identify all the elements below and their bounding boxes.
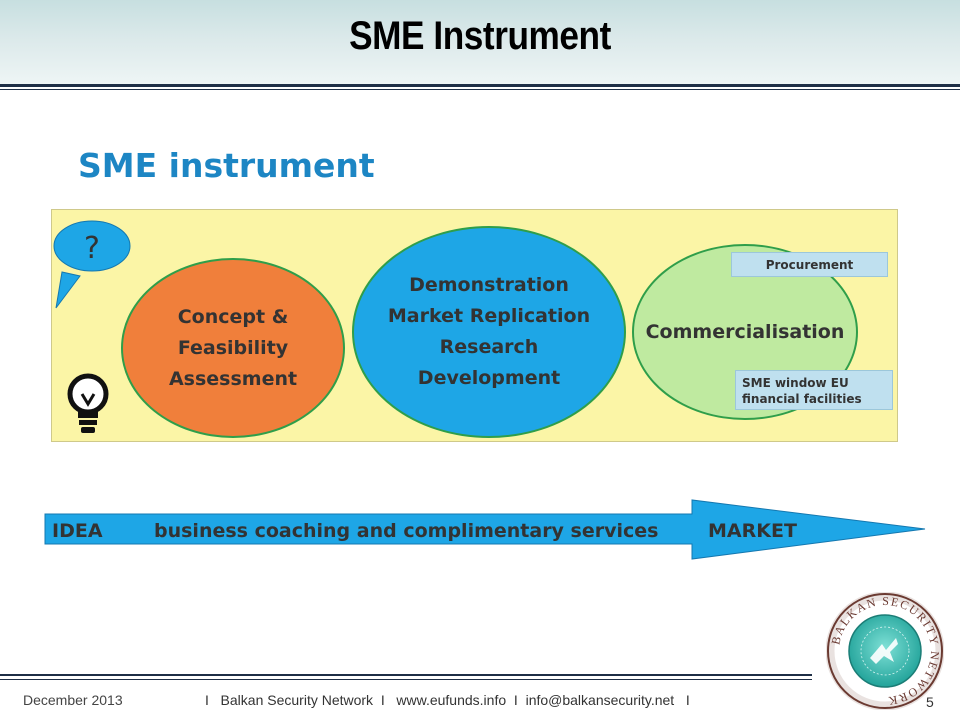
footer-date: December 2013 [23, 692, 123, 708]
sme-window-line: SME window EU [742, 376, 849, 390]
lightbulb-icon [67, 373, 109, 433]
footer-rule-thin [0, 679, 812, 680]
concept-feasibility-ellipse: Concept & Feasibility Assessment [121, 258, 345, 438]
procurement-tag: Procurement [731, 252, 888, 277]
slide-title: SME Instrument [349, 14, 611, 58]
demonstration-ellipse: Demonstration Market Replication Researc… [352, 226, 626, 438]
procurement-label: Procurement [765, 257, 854, 272]
footer-contact-info: I Balkan Security Network I www.eufunds.… [205, 692, 690, 708]
diagram-title: SME instrument [78, 146, 375, 185]
phase2-line: Research [439, 336, 539, 358]
phase1-line: Feasibility [177, 336, 289, 359]
phase2-line: Market Replication [387, 305, 591, 327]
phase1-line: Assessment [168, 367, 298, 390]
arrow-end-label: MARKET [708, 520, 797, 542]
speech-bubble-icon: ? [53, 220, 131, 309]
title-bar [0, 0, 960, 84]
page-number: 5 [926, 694, 934, 710]
arrow-middle-label: business coaching and complimentary serv… [154, 520, 658, 542]
footer-rule [0, 674, 812, 676]
header-rule [0, 84, 960, 87]
sme-window-line: financial facilities [742, 392, 862, 406]
idea-to-market-arrow: IDEA business coaching and complimentary… [44, 499, 926, 560]
header-rule-thin [0, 89, 960, 90]
phase2-line: Demonstration [409, 274, 569, 296]
question-mark: ? [84, 231, 100, 266]
phase3-label: Commercialisation [645, 321, 845, 343]
balkan-security-network-logo: BALKAN SECURITY NETWORK [826, 592, 944, 710]
phase1-line: Concept & [177, 305, 289, 328]
sme-window-tag: SME window EU financial facilities [735, 370, 893, 410]
arrow-start-label: IDEA [52, 520, 103, 542]
phase2-line: Development [417, 367, 561, 389]
